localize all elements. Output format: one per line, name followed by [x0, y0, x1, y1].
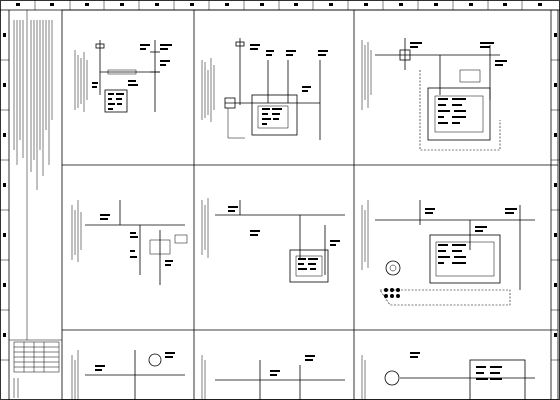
panel-8-schematic: [201, 355, 345, 400]
notes-column: [9, 10, 62, 398]
top-zone-ruler: [16, 0, 542, 10]
panel-4-schematic: [71, 200, 188, 285]
side-zone-rulers: [0, 33, 560, 361]
panel-2-schematic: [201, 38, 328, 140]
panel-3-schematic: [361, 38, 507, 151]
panel-1-schematic: [74, 40, 172, 113]
panel-9-schematic: [361, 352, 535, 400]
panel-7-schematic: [71, 350, 185, 400]
panel-5-schematic: [201, 198, 345, 283]
panel-6-schematic: [361, 200, 535, 306]
panel-grid: [62, 10, 558, 400]
